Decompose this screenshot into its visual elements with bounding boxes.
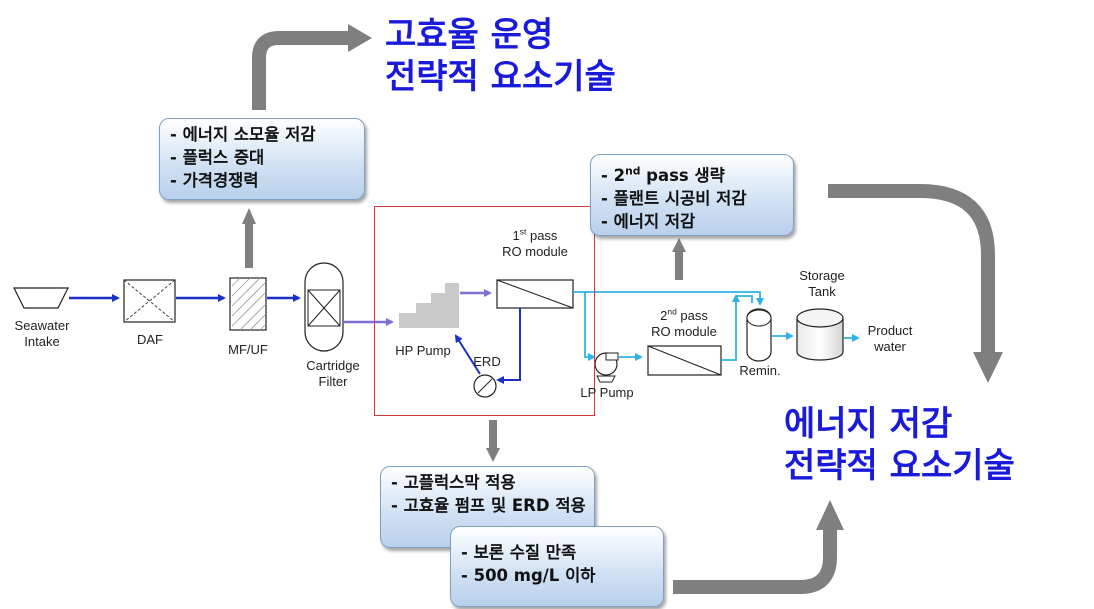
erd-label: ERD — [473, 354, 501, 369]
pretreatment-callout: - 에너지 소모율 저감 - 플럭스 증대 - 가격경쟁력 — [159, 118, 365, 200]
high-pressure-section-frame — [374, 206, 595, 416]
line-ro2-up — [721, 294, 740, 361]
callout-item: - 가격경쟁력 — [170, 171, 259, 190]
callout-item: - 500 mg/L 이하 — [461, 566, 596, 585]
line-ro2-to-remin — [736, 295, 753, 303]
line-ro1-to-erd — [496, 308, 521, 384]
label-line: RO module — [502, 244, 568, 260]
line-ro1-to-lp — [584, 292, 596, 361]
label-line: RO module — [651, 324, 717, 340]
gray-arrow-boron-to-headline — [673, 500, 844, 594]
mfuf-label: MF/UF — [228, 342, 268, 357]
remin-icon — [746, 308, 772, 362]
storage-tank-icon — [796, 308, 844, 361]
right-headline-line1: 에너지 저감 — [784, 404, 953, 444]
label-line: 1st pass — [490, 224, 580, 244]
first-pass-text: 1st pass — [512, 227, 558, 244]
erd-icon — [473, 374, 497, 398]
small-arrow-ro-up — [672, 238, 686, 280]
second-pass-callout-item-1: - 2nd pass 생략 — [601, 164, 725, 185]
line-erd-to-hp — [454, 334, 481, 375]
top-headline-line2: 전략적 요소기술 — [385, 57, 616, 97]
hp-pump-icon — [399, 283, 459, 328]
boron-callout: - 보론 수질 만족 - 500 mg/L 이하 — [450, 526, 664, 607]
cartridge-filter-label: Cartridge Filter — [296, 358, 370, 390]
small-arrow-hp-down — [486, 420, 500, 462]
daf-label: DAF — [137, 332, 163, 347]
lp-pump-icon — [594, 352, 619, 383]
top-headline: 고효율 운영 전략적 요소기술 — [385, 14, 616, 98]
callout-item: - 2nd pass 생략 — [601, 159, 783, 187]
callout-item: - 에너지 저감 — [601, 211, 696, 231]
cartridge-filter-icon — [304, 262, 344, 352]
right-headline-line2: 전략적 요소기술 — [784, 446, 1015, 486]
second-pass-label: 2nd pass RO module — [638, 304, 730, 340]
first-pass-label: 1st pass RO module — [490, 224, 580, 260]
callout-item: - 보론 수질 만족 — [461, 543, 577, 562]
callout-item: - 플럭스 증대 — [170, 148, 265, 167]
remin-label: Remin. — [739, 363, 781, 378]
right-headline: 에너지 저감 전략적 요소기술 — [784, 403, 1015, 487]
seawater-intake-label: Seawater Intake — [8, 318, 76, 350]
hp-pump-label: HP Pump — [395, 343, 451, 358]
callout-item: - 고플럭스막 적용 — [391, 473, 516, 492]
label-line: water — [874, 339, 906, 354]
small-arrow-mfuf-up — [242, 208, 256, 268]
label-line: Storage — [799, 268, 845, 283]
callout-item: - 플랜트 시공비 저감 — [601, 188, 747, 208]
mfuf-icon — [229, 277, 267, 331]
line-ro1-to-remin — [573, 291, 764, 306]
label-line: Filter — [318, 374, 348, 389]
gray-arrow-to-right-headline — [828, 184, 1003, 383]
lp-pump-label: LP Pump — [580, 385, 634, 400]
callout-item: - 고효율 펌프 및 ERD 적용 — [391, 496, 586, 515]
label-line: Tank — [808, 284, 836, 299]
label-line: Cartridge — [306, 358, 360, 373]
top-headline-line1: 고효율 운영 — [385, 15, 554, 55]
daf-icon — [123, 279, 176, 323]
label-line: Product — [867, 323, 913, 338]
storage-tank-label: Storage Tank — [790, 268, 854, 300]
first-pass-ro-icon — [496, 279, 574, 309]
second-pass-ro-icon — [647, 345, 722, 376]
second-pass-text: 2nd pass — [660, 307, 708, 324]
seawater-intake-icon — [13, 287, 69, 309]
label-line: Seawater — [14, 318, 70, 333]
product-water-label: Product water — [856, 323, 924, 355]
second-pass-callout: - 2nd pass 생략 - 플랜트 시공비 저감 - 에너지 저감 — [590, 154, 794, 236]
gray-arrow-to-top-headline — [252, 24, 372, 110]
callout-item: - 에너지 소모율 저감 — [170, 125, 316, 144]
label-line: Intake — [24, 334, 60, 349]
label-line: 2nd pass — [638, 304, 730, 324]
